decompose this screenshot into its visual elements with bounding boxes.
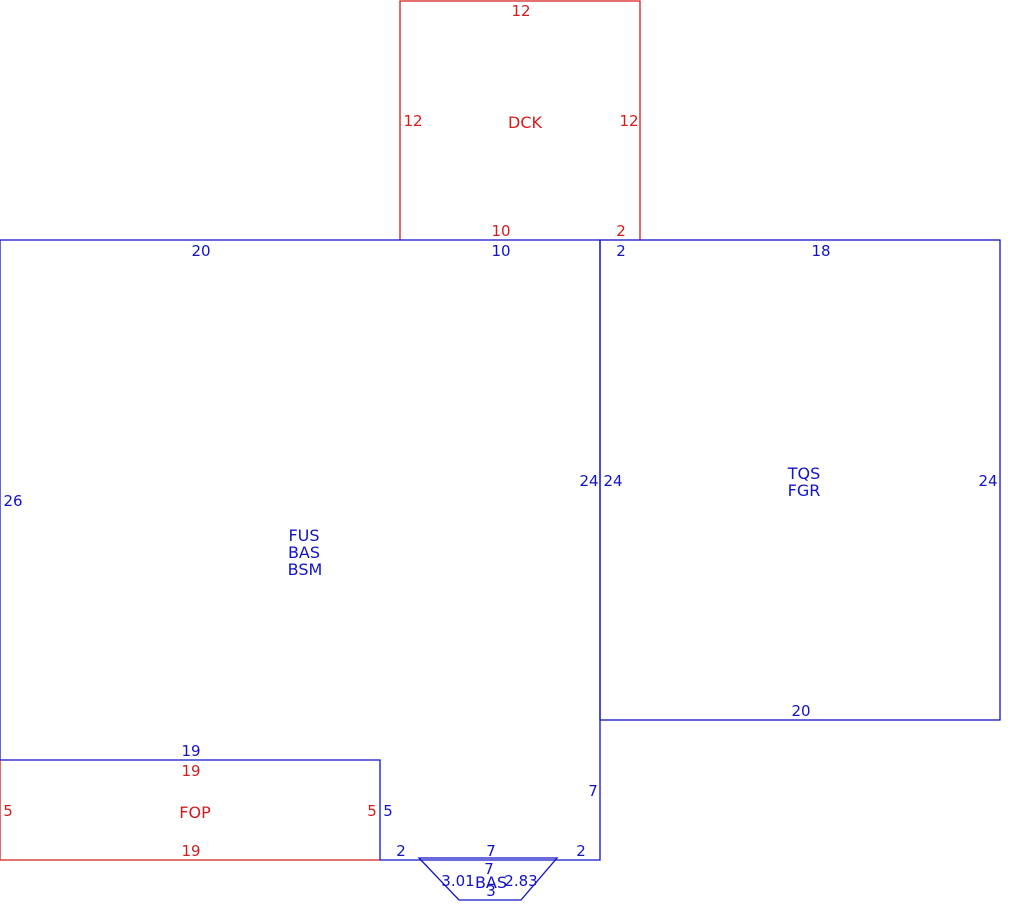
garage-label-1: TQS [787,464,821,483]
garage-dim-right: 24 [978,472,997,490]
porch-dim-top: 19 [181,762,200,780]
garage-area: 2 18 24 24 20 TQS FGR [599,239,1001,721]
main-dim-porch-side: 5 [383,802,393,820]
main-dim-right-lower: 7 [588,782,598,800]
main-house-area: 20 10 26 24 7 19 5 2 2 FUS BAS BSM [0,239,601,861]
bay-dim-right: 2.83 [504,872,537,890]
porch-label: FOP [179,803,211,822]
garage-label-2: FGR [788,481,821,500]
bay-dim-top-outer: 7 [486,842,496,860]
bay-window-area: 7 7 3.01 BAS 2.83 3 [417,842,559,901]
garage-dim-bottom: 20 [791,702,810,720]
garage-dim-top-left: 2 [616,242,626,260]
deck-dim-top: 12 [511,2,530,20]
main-dim-right-upper: 24 [579,472,598,490]
deck-dim-bottom-main: 10 [491,222,510,240]
bay-label: BAS [475,873,507,892]
garage-outline [599,239,1001,721]
bay-dim-top-inner: 7 [484,860,494,878]
main-dim-porch-top: 19 [181,742,200,760]
deck-area: 12 12 12 DCK 10 2 [399,0,641,240]
main-label-2: BAS [288,543,320,562]
main-label-3: BSM [288,560,323,579]
main-dim-top-right: 10 [491,242,510,260]
porch-dim-right: 5 [367,802,377,820]
deck-label: DCK [508,113,542,132]
deck-dim-left: 12 [403,112,422,130]
deck-outline [399,0,641,240]
main-dim-left: 26 [3,492,22,510]
garage-dim-left: 24 [603,472,622,490]
porch-dim-bottom: 19 [181,842,200,860]
deck-dim-bottom-small: 2 [616,222,626,240]
garage-dim-top: 18 [811,242,830,260]
bay-dim-left: 3.01 [441,872,474,890]
main-dim-bottom-mid: 2 [396,842,406,860]
main-dim-top-left: 20 [191,242,210,260]
bay-dim-bottom: 3 [486,882,496,900]
porch-dim-left: 5 [3,802,13,820]
porch-outline [0,760,380,861]
main-label-1: FUS [288,526,319,545]
bay-window-outline [417,857,559,901]
main-dim-bottom-right: 2 [576,842,586,860]
porch-area: 19 5 5 FOP 19 [0,760,380,861]
deck-dim-right: 12 [619,112,638,130]
